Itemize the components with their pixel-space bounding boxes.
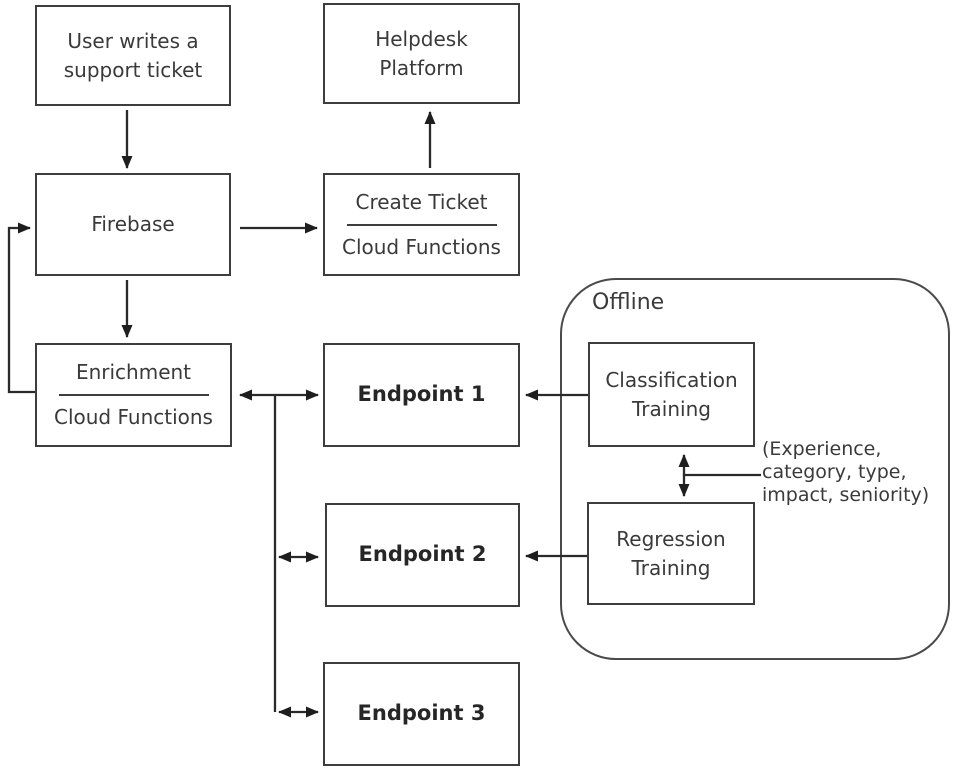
node-endpoint-3: Endpoint 3	[323, 662, 520, 766]
arrow-enrichment-feedback-to-firebase	[7, 222, 35, 394]
offline-group-label: Offline	[592, 290, 665, 315]
node-endpoint-2: Endpoint 2	[325, 503, 520, 607]
node-endpoint-1: Endpoint 1	[323, 343, 520, 447]
node-label: Regression Training	[616, 527, 726, 580]
node-top-label: Enrichment	[75, 360, 192, 385]
offline-group-container: Offline	[560, 278, 950, 660]
node-enrichment-cloud-functions: Enrichment Cloud Functions	[35, 343, 232, 447]
node-helpdesk-platform: Helpdesk Platform	[323, 3, 520, 104]
node-label: Endpoint 3	[357, 701, 486, 726]
divider-line	[58, 394, 209, 396]
node-label: Classification Training	[605, 368, 738, 421]
node-bottom-label: Cloud Functions	[54, 405, 213, 430]
node-top-label: Create Ticket	[355, 190, 488, 215]
divider-line	[346, 223, 497, 226]
node-user-writes-ticket: User writes a support ticket	[35, 5, 231, 106]
annotation-line-1: (Experience,	[762, 438, 882, 460]
node-label: Endpoint 2	[358, 542, 487, 567]
features-annotation: (Experience, category, type, impact, sen…	[762, 438, 954, 507]
node-create-ticket-cloud-functions: Create Ticket Cloud Functions	[323, 173, 520, 276]
annotation-line-3: impact, seniority)	[762, 484, 930, 506]
node-bottom-label: Cloud Functions	[342, 234, 501, 259]
annotation-line-2: category, type,	[762, 461, 907, 483]
node-label: Helpdesk Platform	[375, 27, 468, 80]
node-firebase: Firebase	[35, 173, 231, 276]
node-label: User writes a support ticket	[63, 29, 203, 82]
node-classification-training: Classification Training	[588, 342, 755, 447]
node-regression-training: Regression Training	[587, 502, 755, 605]
node-label: Firebase	[91, 212, 175, 237]
node-label: Endpoint 1	[357, 382, 486, 407]
